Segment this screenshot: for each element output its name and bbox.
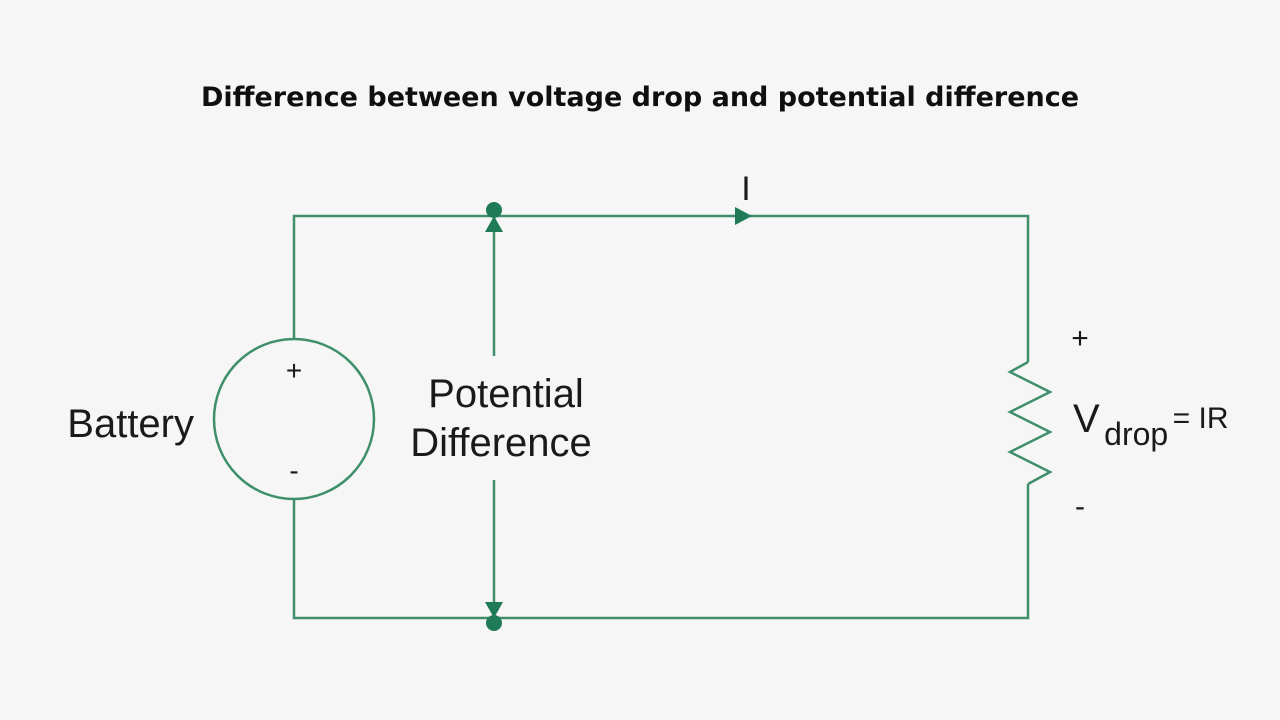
current-label: I (741, 170, 750, 208)
resistor-minus-sign: - (1075, 490, 1085, 523)
diagram-title: Difference between voltage drop and pote… (200, 82, 1080, 113)
resistor-plus-sign: + (1071, 322, 1089, 355)
circuit-wires (292, 214, 1030, 620)
potential-label-line1: Potential (428, 372, 584, 416)
resistor: + - V drop = IR (1007, 322, 1229, 523)
current-indicator: I (735, 170, 752, 225)
battery-plus-sign: + (286, 355, 302, 386)
top-node-dot (486, 202, 502, 218)
current-arrow-icon (735, 207, 752, 225)
voltage-equation: = IR (1173, 402, 1229, 435)
voltage-symbol: V (1073, 397, 1100, 441)
top-wire (292, 214, 1030, 362)
bottom-wire (292, 484, 1030, 620)
resistor-symbol (1007, 360, 1053, 486)
arrow-up-icon (485, 216, 503, 232)
voltage-drop-label: V drop = IR (1073, 397, 1229, 452)
battery: + - Battery (67, 337, 376, 501)
potential-label-line2: Difference (410, 421, 592, 465)
battery-minus-sign: - (289, 455, 298, 486)
battery-label: Battery (67, 402, 194, 446)
bottom-node-dot (486, 615, 502, 631)
battery-symbol (212, 337, 376, 501)
arrow-down-icon (485, 602, 503, 618)
voltage-subscript: drop (1104, 416, 1168, 452)
potential-difference-marker: Potential Difference (410, 202, 592, 631)
